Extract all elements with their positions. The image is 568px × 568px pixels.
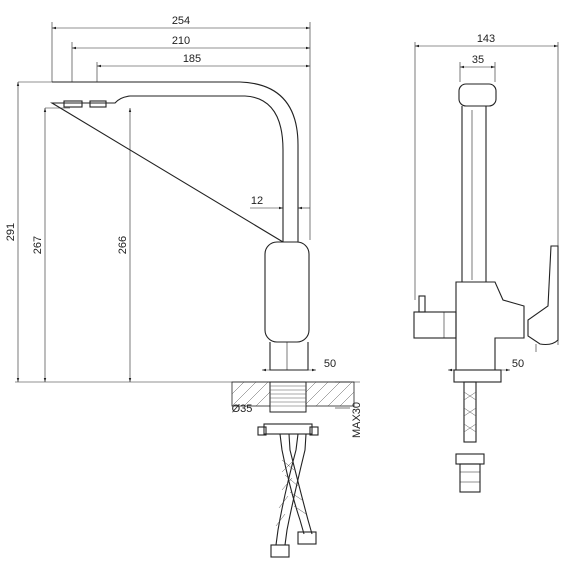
body-block (455, 281, 525, 371)
side-view: 143 35 50 (413, 33, 559, 493)
dim-label-side-base: 50 (512, 358, 524, 370)
spout-outline (50, 81, 299, 243)
dim-label-height-total: 291 (5, 223, 17, 241)
dim-label-thickness: 12 (251, 195, 263, 207)
knob-pin (418, 295, 426, 313)
spout-cap (458, 83, 497, 107)
side-shank (463, 381, 477, 443)
aerator-outlet (63, 100, 83, 108)
dim-label-thread-dia: Ø35 (232, 403, 253, 415)
dim-label-spout-mid: 210 (172, 35, 190, 47)
side-mounting-nut (455, 453, 485, 465)
braided-hoses (270, 433, 317, 558)
dim-label-base-width: 50 (324, 358, 336, 370)
mounting-nut (263, 423, 313, 435)
dim-label-spout-reach: 185 (183, 53, 201, 65)
mounting-nut-tab (257, 426, 267, 436)
dim-label-height-handle: 266 (117, 236, 129, 254)
dim-label-height-outlet: 267 (32, 236, 44, 254)
hose-fitting (270, 544, 290, 558)
side-base-plate (453, 369, 502, 383)
lever-handle (527, 245, 559, 346)
hose-fitting (297, 531, 317, 545)
side-hose-fitting (459, 463, 481, 493)
dim-label-side-depth: 143 (477, 33, 495, 45)
dim-label-spout-total: 254 (172, 15, 190, 27)
dim-label-side-top: 35 (472, 54, 484, 66)
handle-body (264, 241, 310, 343)
front-view: 254 210 185 12 291 267 266 50 (5, 15, 363, 558)
aerator-outlet (89, 100, 107, 108)
faucet-base (269, 342, 309, 371)
cartridge-knob (413, 311, 457, 339)
mounting-nut-tab (309, 426, 319, 436)
threaded-shank (269, 381, 307, 413)
dim-label-counter-max: MAX30 (351, 402, 363, 438)
